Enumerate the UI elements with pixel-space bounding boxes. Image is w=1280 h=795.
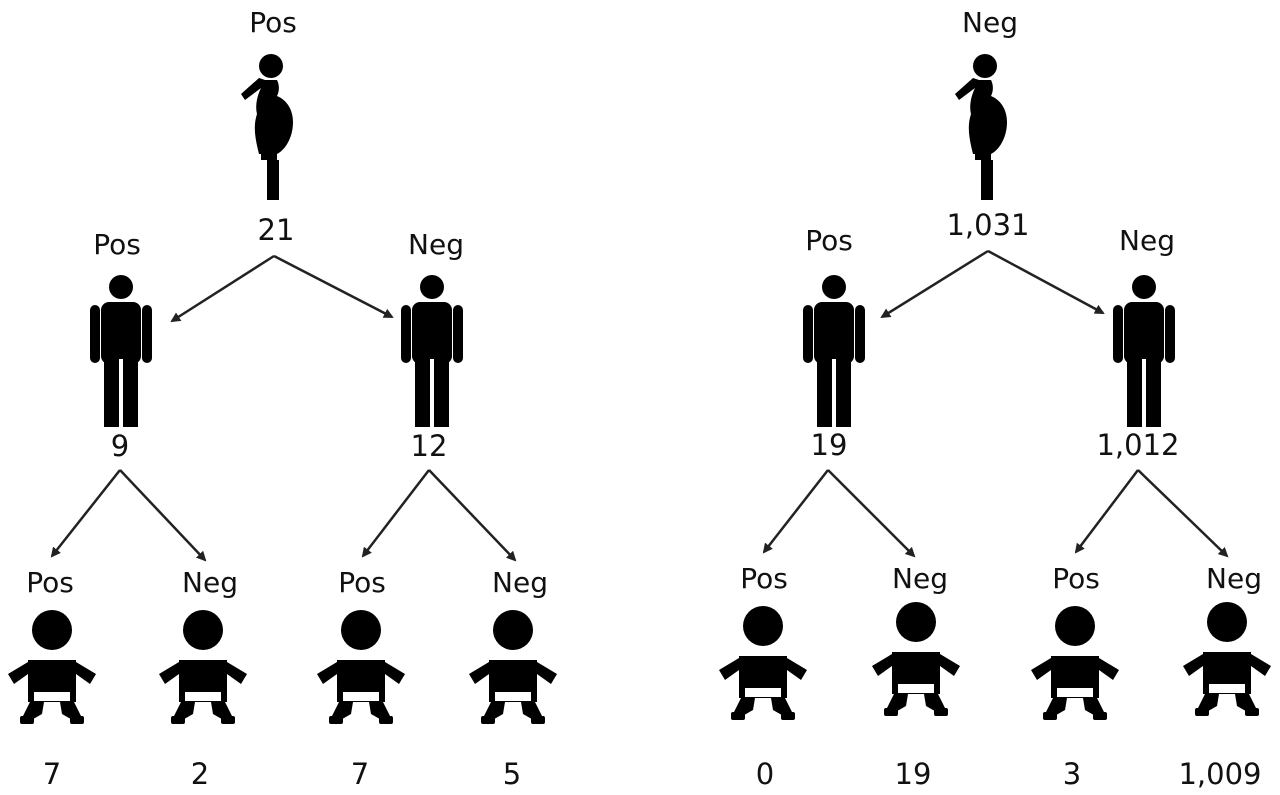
arrow-mother-to-father-neg — [273, 254, 394, 319]
infant-status-label: Neg — [1206, 562, 1262, 595]
arrow-mother-to-father-pos — [880, 249, 989, 319]
baby-icon — [1183, 602, 1271, 716]
father-status-label: Neg — [408, 228, 464, 261]
father-count: 9 — [111, 429, 129, 463]
infant-status-label: Pos — [26, 566, 74, 599]
father-count: 12 — [411, 429, 448, 463]
arrow-father-to-infant-neg — [827, 469, 916, 558]
infant-status-label: Pos — [338, 566, 386, 599]
arrow-father-to-infant-neg — [428, 469, 517, 562]
baby-icon — [719, 606, 807, 720]
pregnant-woman-icon — [241, 54, 293, 200]
arrow-mother-to-father-neg — [987, 249, 1105, 315]
pregnant-woman-icon — [955, 54, 1007, 200]
baby-icon — [1031, 606, 1119, 720]
father-count: 1,012 — [1096, 428, 1179, 462]
father-status-label: Pos — [93, 228, 141, 261]
infant-status-label: Neg — [492, 566, 548, 599]
infant-status-label: Pos — [740, 562, 788, 595]
infant-count: 7 — [351, 757, 369, 791]
infant-status-label: Neg — [892, 562, 948, 595]
mother-status-label: Pos — [249, 6, 297, 39]
father-icon — [90, 275, 152, 427]
infant-count: 5 — [503, 757, 521, 791]
infant-count: 0 — [756, 757, 774, 791]
arrow-mother-to-father-pos — [170, 254, 275, 323]
infant-count: 7 — [43, 757, 61, 791]
infant-status-label: Neg — [182, 566, 238, 599]
infant-status-label: Pos — [1052, 562, 1100, 595]
arrow-father-to-infant-neg — [1137, 469, 1229, 558]
father-status-label: Neg — [1119, 224, 1175, 257]
baby-icon — [872, 602, 960, 716]
infant-count: 3 — [1063, 757, 1081, 791]
baby-icon — [469, 610, 557, 724]
baby-icon — [8, 610, 96, 724]
father-status-label: Pos — [805, 224, 853, 257]
baby-icon — [159, 610, 247, 724]
arrow-father-to-infant-neg — [119, 469, 207, 562]
mother-status-label: Neg — [962, 6, 1018, 39]
mother-count: 1,031 — [946, 208, 1029, 242]
tree-right: Neg 1,031 Pos 19 Neg 1,012 Pos 0 Neg 19 … — [719, 6, 1271, 791]
infant-count: 2 — [191, 757, 209, 791]
father-icon — [1113, 275, 1175, 427]
arrow-father-to-infant-pos — [762, 469, 829, 554]
father-count: 19 — [811, 428, 848, 462]
arrow-father-to-infant-pos — [1074, 469, 1139, 554]
mother-count: 21 — [258, 213, 295, 247]
arrow-father-to-infant-pos — [50, 469, 121, 558]
father-icon — [401, 275, 463, 427]
tree-left: Pos 21 Pos 9 Neg 12 Pos 7 Neg 2 Pos 7 Ne… — [8, 6, 557, 791]
infant-count: 1,009 — [1178, 757, 1261, 791]
baby-icon — [317, 610, 405, 724]
infant-count: 19 — [895, 757, 932, 791]
father-icon — [803, 275, 865, 427]
arrow-father-to-infant-pos — [361, 469, 430, 558]
